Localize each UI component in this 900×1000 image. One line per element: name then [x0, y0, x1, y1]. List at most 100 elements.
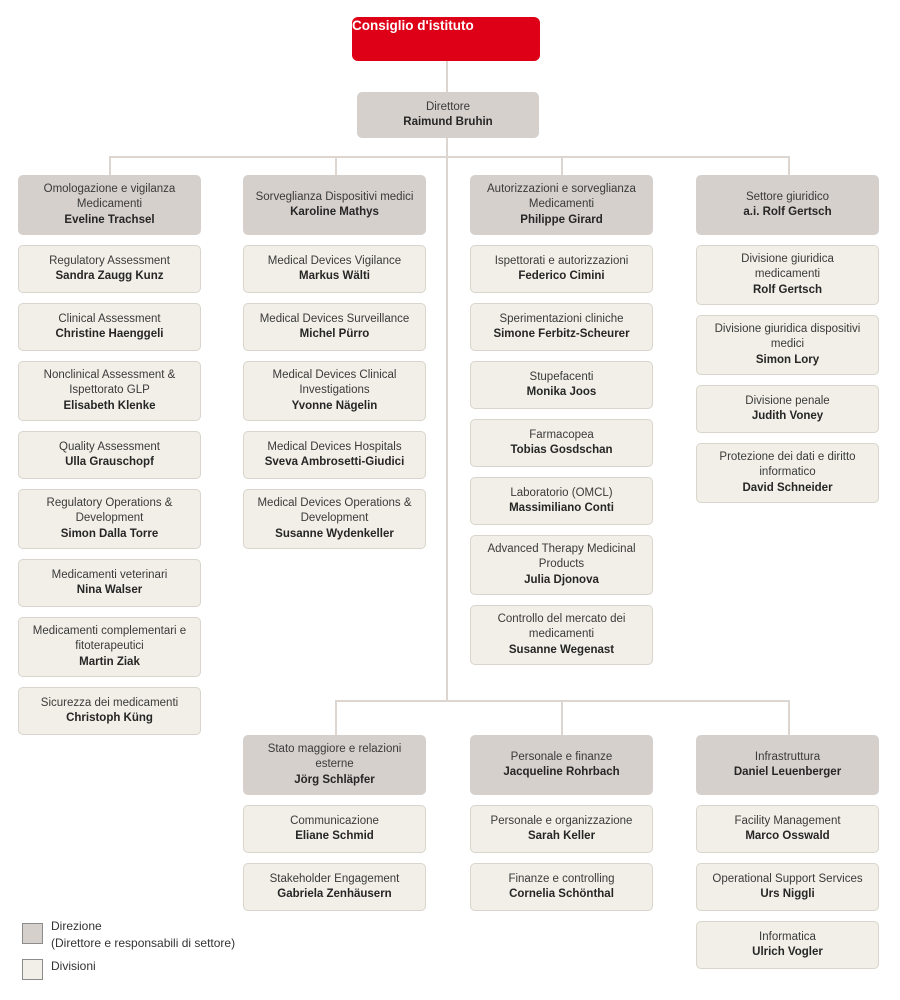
- node-title: Settore giuridico: [745, 190, 830, 203]
- node-title: Regulatory Operations & Development: [46, 496, 173, 525]
- division-node: Nonclinical Assessment & Ispettorato GLP…: [18, 361, 201, 421]
- sector-column-giuridico: Settore giuridico a.i. Rolf Gertsch Divi…: [696, 175, 879, 503]
- division-node: Stupefacenti Monika Joos: [470, 361, 653, 409]
- division-node: Finanze e controlling Cornelia Schönthal: [470, 863, 653, 911]
- node-title: Omologazione e vigilanza Medicamenti: [43, 182, 176, 211]
- node-person: Markus Wälti: [299, 270, 370, 282]
- node-direttore: Direttore Raimund Bruhin: [357, 92, 539, 138]
- division-node: Divisione penale Judith Voney: [696, 385, 879, 433]
- division-node: Medicamenti veterinari Nina Walser: [18, 559, 201, 607]
- node-consiglio-istituto: Consiglio d'istituto: [352, 17, 540, 61]
- node-person: Susanne Wydenkeller: [275, 527, 394, 540]
- node-person: Christine Haenggeli: [55, 328, 164, 340]
- sector-header: Personale e finanze Jacqueline Rohrbach: [470, 735, 653, 795]
- legend-direzione-swatch: [22, 923, 43, 944]
- sector-header: Omologazione e vigilanza Medicamenti Eve…: [18, 175, 201, 235]
- legend-row-direzione: Direzione (Direttore e responsabili di s…: [22, 918, 235, 951]
- division-node: Medical Devices Surveillance Michel Pürr…: [243, 303, 426, 351]
- node-title: Medicamenti complementari e fitoterapeut…: [32, 624, 187, 653]
- node-person: Tobias Gosdschan: [510, 444, 613, 456]
- division-node: Protezione dei dati e diritto informatic…: [696, 443, 879, 503]
- connector-line: [109, 156, 111, 176]
- division-node: Personale e organizzazione Sarah Keller: [470, 805, 653, 853]
- node-person: Raimund Bruhin: [403, 116, 493, 128]
- division-node: Facility Management Marco Osswald: [696, 805, 879, 853]
- division-node: Regulatory Assessment Sandra Zaugg Kunz: [18, 245, 201, 293]
- node-person: Karoline Mathys: [290, 206, 379, 218]
- connector-line: [788, 156, 790, 176]
- legend-divisioni-label: Divisioni: [51, 959, 96, 973]
- node-title: Nonclinical Assessment & Ispettorato GLP: [43, 368, 176, 397]
- node-title: Stakeholder Engagement: [269, 872, 400, 885]
- node-person: Sandra Zaugg Kunz: [55, 270, 164, 282]
- connector-line: [109, 156, 790, 158]
- sector-column-personale-finanze: Personale e finanze Jacqueline Rohrbach …: [470, 735, 653, 911]
- node-title: Autorizzazioni e sorveglianza Medicament…: [487, 182, 636, 211]
- division-node: Laboratorio (OMCL) Massimiliano Conti: [470, 477, 653, 525]
- node-title: Personale e organizzazione: [490, 814, 633, 827]
- node-title: Divisione giuridica medicamenti: [741, 252, 834, 281]
- division-node: Sicurezza dei medicamenti Christoph Küng: [18, 687, 201, 735]
- connector-line: [446, 61, 448, 92]
- node-title: Communicazione: [290, 814, 379, 827]
- division-node: Communicazione Eliane Schmid: [243, 805, 426, 853]
- node-person: Marco Osswald: [745, 830, 830, 842]
- node-title: Medical Devices Operations & Development: [257, 496, 412, 525]
- node-person: Julia Djonova: [524, 573, 599, 586]
- node-title: Regulatory Assessment: [49, 254, 170, 267]
- node-person: Jörg Schläpfer: [294, 773, 375, 786]
- node-title: Controllo del mercato dei medicamenti: [497, 612, 626, 641]
- node-person: Yvonne Nägelin: [291, 399, 378, 412]
- node-title: Clinical Assessment: [58, 312, 161, 325]
- node-title: Stato maggiore e relazioni esterne: [267, 742, 402, 771]
- node-title: Farmacopea: [529, 428, 594, 441]
- sector-column-omologazione: Omologazione e vigilanza Medicamenti Eve…: [18, 175, 201, 735]
- division-node: Divisione giuridica medicamenti Rolf Ger…: [696, 245, 879, 305]
- node-person: Rolf Gertsch: [752, 283, 822, 296]
- division-node: Medical Devices Clinical Investigations …: [243, 361, 426, 421]
- legend-direzione-sublabel: (Direttore e responsabili di settore): [51, 935, 236, 950]
- node-person: Jacqueline Rohrbach: [503, 766, 620, 778]
- division-node: Controllo del mercato dei medicamenti Su…: [470, 605, 653, 665]
- node-title: Direttore: [425, 100, 471, 113]
- sector-column-autorizzazioni: Autorizzazioni e sorveglianza Medicament…: [470, 175, 653, 665]
- node-label: Consiglio d'istituto: [352, 18, 474, 33]
- sector-column-infrastruttura: Infrastruttura Daniel Leuenberger Facili…: [696, 735, 879, 969]
- connector-line: [561, 700, 563, 736]
- node-person: Sveva Ambrosetti-Giudici: [264, 456, 405, 468]
- node-person: Simon Lory: [755, 353, 820, 366]
- node-person: Monika Joos: [526, 386, 597, 398]
- division-node: Stakeholder Engagement Gabriela Zenhäuse…: [243, 863, 426, 911]
- node-person: Eliane Schmid: [295, 830, 374, 842]
- node-person: Urs Niggli: [760, 888, 815, 900]
- node-title: Divisione giuridica dispositivi medici: [714, 322, 861, 351]
- node-person: Daniel Leuenberger: [733, 766, 842, 778]
- node-person: Michel Pürro: [299, 328, 370, 340]
- division-node: Medicamenti complementari e fitoterapeut…: [18, 617, 201, 677]
- connector-line: [335, 700, 337, 736]
- division-node: Medical Devices Operations & Development…: [243, 489, 426, 549]
- node-title: Stupefacenti: [529, 370, 594, 383]
- node-person: Nina Walser: [76, 584, 143, 596]
- node-title: Sicurezza dei medicamenti: [40, 696, 179, 709]
- division-node: Regulatory Operations & Development Simo…: [18, 489, 201, 549]
- node-person: Simon Dalla Torre: [60, 527, 159, 540]
- connector-line: [788, 700, 790, 736]
- node-person: Cornelia Schönthal: [509, 888, 614, 900]
- node-person: a.i. Rolf Gertsch: [743, 206, 832, 218]
- node-title: Medicamenti veterinari: [51, 568, 168, 581]
- node-title: Advanced Therapy Medicinal Products: [487, 542, 636, 571]
- sector-column-stato-maggiore: Stato maggiore e relazioni esterne Jörg …: [243, 735, 426, 911]
- division-node: Informatica Ulrich Vogler: [696, 921, 879, 969]
- connector-line: [335, 156, 337, 176]
- node-person: Sarah Keller: [527, 830, 596, 842]
- division-node: Advanced Therapy Medicinal Products Juli…: [470, 535, 653, 595]
- sector-header: Settore giuridico a.i. Rolf Gertsch: [696, 175, 879, 235]
- node-person: Martin Ziak: [79, 655, 140, 668]
- node-title: Medical Devices Surveillance: [259, 312, 410, 325]
- node-title: Quality Assessment: [59, 440, 160, 453]
- node-title: Finanze e controlling: [508, 872, 615, 885]
- connector-line: [446, 138, 448, 157]
- division-node: Clinical Assessment Christine Haenggeli: [18, 303, 201, 351]
- division-node: Ispettorati e autorizzazioni Federico Ci…: [470, 245, 653, 293]
